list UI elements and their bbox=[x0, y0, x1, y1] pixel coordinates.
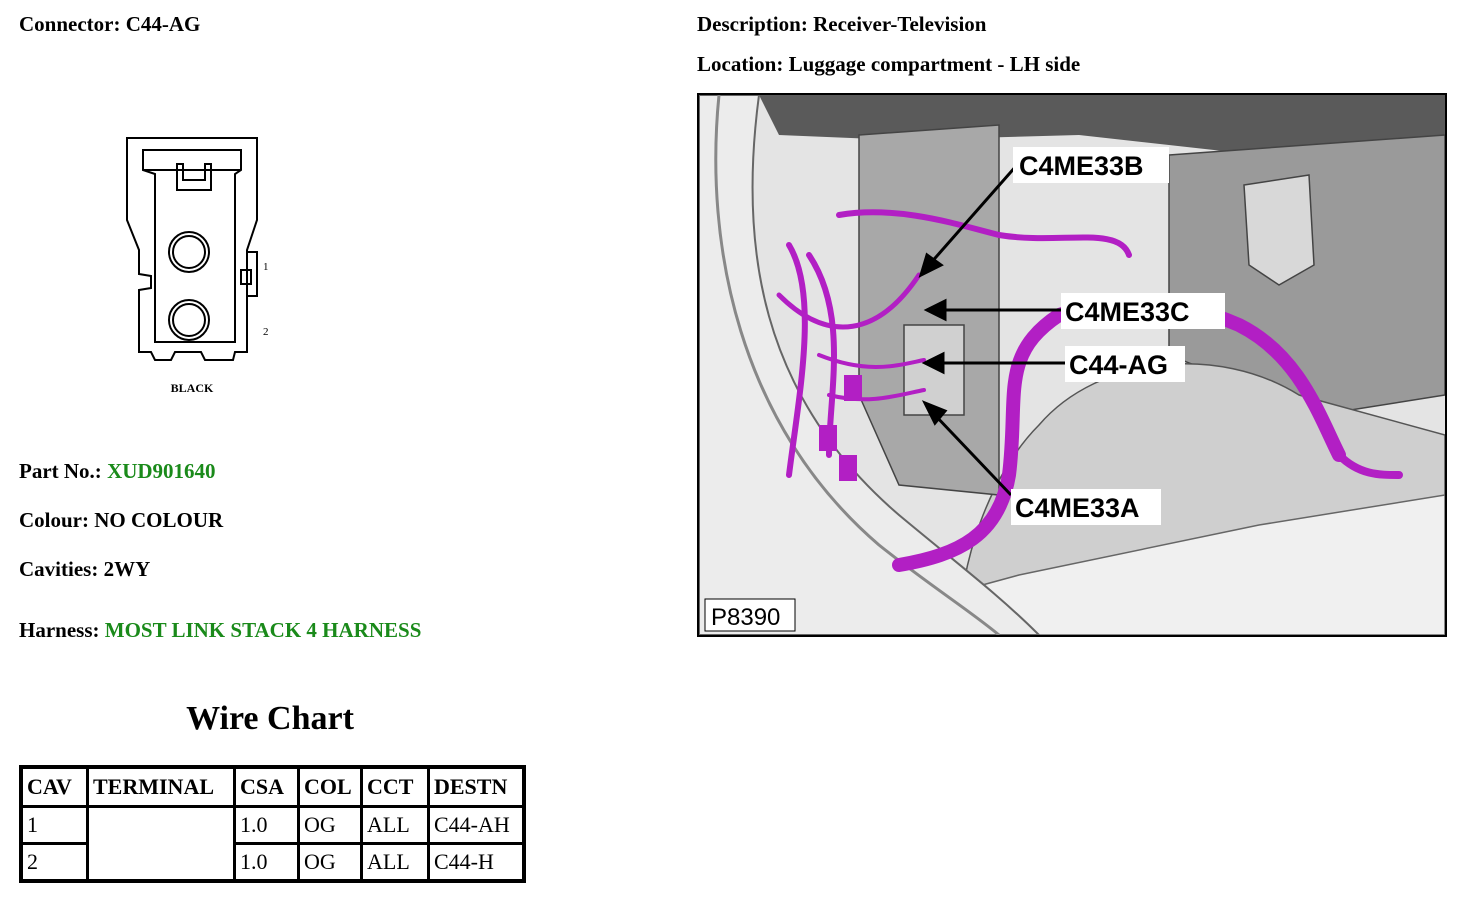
cell-csa: 1.0 bbox=[233, 805, 300, 845]
cell-destn: C44-H bbox=[427, 842, 526, 883]
cell-destn: C44-AH bbox=[427, 805, 526, 845]
location-field: Location: Luggage compartment - LH side bbox=[697, 52, 1080, 77]
figure-reference: P8390 bbox=[711, 604, 780, 631]
description-label: Description: bbox=[697, 12, 808, 36]
harness-link[interactable]: MOST LINK STACK 4 HARNESS bbox=[104, 618, 422, 642]
wire-chart-title: Wire Chart bbox=[186, 700, 354, 737]
wire-chart-table: CAV TERMINAL CSA COL CCT DESTN 1 1.0 OG … bbox=[19, 765, 526, 883]
drawing-colour-label: BLACK bbox=[171, 381, 214, 395]
pin-1-label: 1 bbox=[263, 261, 269, 273]
cell-cav: 1 bbox=[19, 805, 89, 845]
callout-c44-ag: C44-AG bbox=[1069, 350, 1168, 380]
location-illustration: C4ME33B C4ME33C C44-AG C4ME33A P8390 bbox=[697, 93, 1447, 637]
cell-cav: 2 bbox=[19, 842, 89, 883]
description-field: Description: Receiver-Television bbox=[697, 12, 986, 37]
header-col: COL bbox=[297, 765, 363, 808]
location-value: Luggage compartment - LH side bbox=[788, 52, 1081, 76]
cell-col: OG bbox=[297, 805, 363, 845]
header-csa: CSA bbox=[233, 765, 300, 808]
connector-face-drawing: 1 2 BLACK bbox=[126, 137, 269, 395]
description-value: Receiver-Television bbox=[813, 12, 987, 36]
colour-field: Colour: NO COLOUR bbox=[19, 508, 223, 533]
location-label: Location: bbox=[697, 52, 784, 76]
header-cct: CCT bbox=[360, 765, 430, 808]
cell-cct: ALL bbox=[360, 842, 430, 883]
cavities-field: Cavities: 2WY bbox=[19, 557, 150, 582]
table-header-row: CAV TERMINAL CSA COL CCT DESTN bbox=[19, 765, 526, 808]
luggage-compartment-drawing: C4ME33B C4ME33C C44-AG C4ME33A P8390 bbox=[699, 95, 1445, 635]
callout-c4me33a: C4ME33A bbox=[1015, 493, 1140, 523]
header-cav: CAV bbox=[19, 765, 89, 808]
header-destn: DESTN bbox=[427, 765, 526, 808]
connector-label: Connector: bbox=[19, 12, 121, 36]
part-number-label: Part No.: bbox=[19, 459, 102, 483]
connector-value: C44-AG bbox=[125, 12, 201, 36]
harness-label: Harness: bbox=[19, 618, 100, 642]
cell-terminal bbox=[86, 805, 236, 883]
colour-label: Colour: bbox=[19, 508, 89, 532]
colour-value: NO COLOUR bbox=[94, 508, 224, 532]
part-number-link[interactable]: XUD901640 bbox=[107, 459, 216, 483]
part-number-field: Part No.: XUD901640 bbox=[19, 459, 216, 484]
harness-field: Harness: MOST LINK STACK 4 HARNESS bbox=[19, 618, 421, 643]
callout-c4me33c: C4ME33C bbox=[1065, 297, 1190, 327]
cavities-value: 2WY bbox=[103, 557, 151, 581]
connector-field: Connector: C44-AG bbox=[19, 12, 200, 37]
table-row: 2 1.0 OG ALL C44-H bbox=[19, 842, 526, 883]
callout-c4me33b: C4ME33B bbox=[1019, 151, 1144, 181]
cell-col: OG bbox=[297, 842, 363, 883]
cell-csa: 1.0 bbox=[233, 842, 300, 883]
cavities-label: Cavities: bbox=[19, 557, 99, 581]
pin-2-label: 2 bbox=[263, 326, 269, 338]
header-terminal: TERMINAL bbox=[86, 765, 236, 808]
table-row: 1 1.0 OG ALL C44-AH bbox=[19, 805, 526, 883]
cell-cct: ALL bbox=[360, 805, 430, 845]
